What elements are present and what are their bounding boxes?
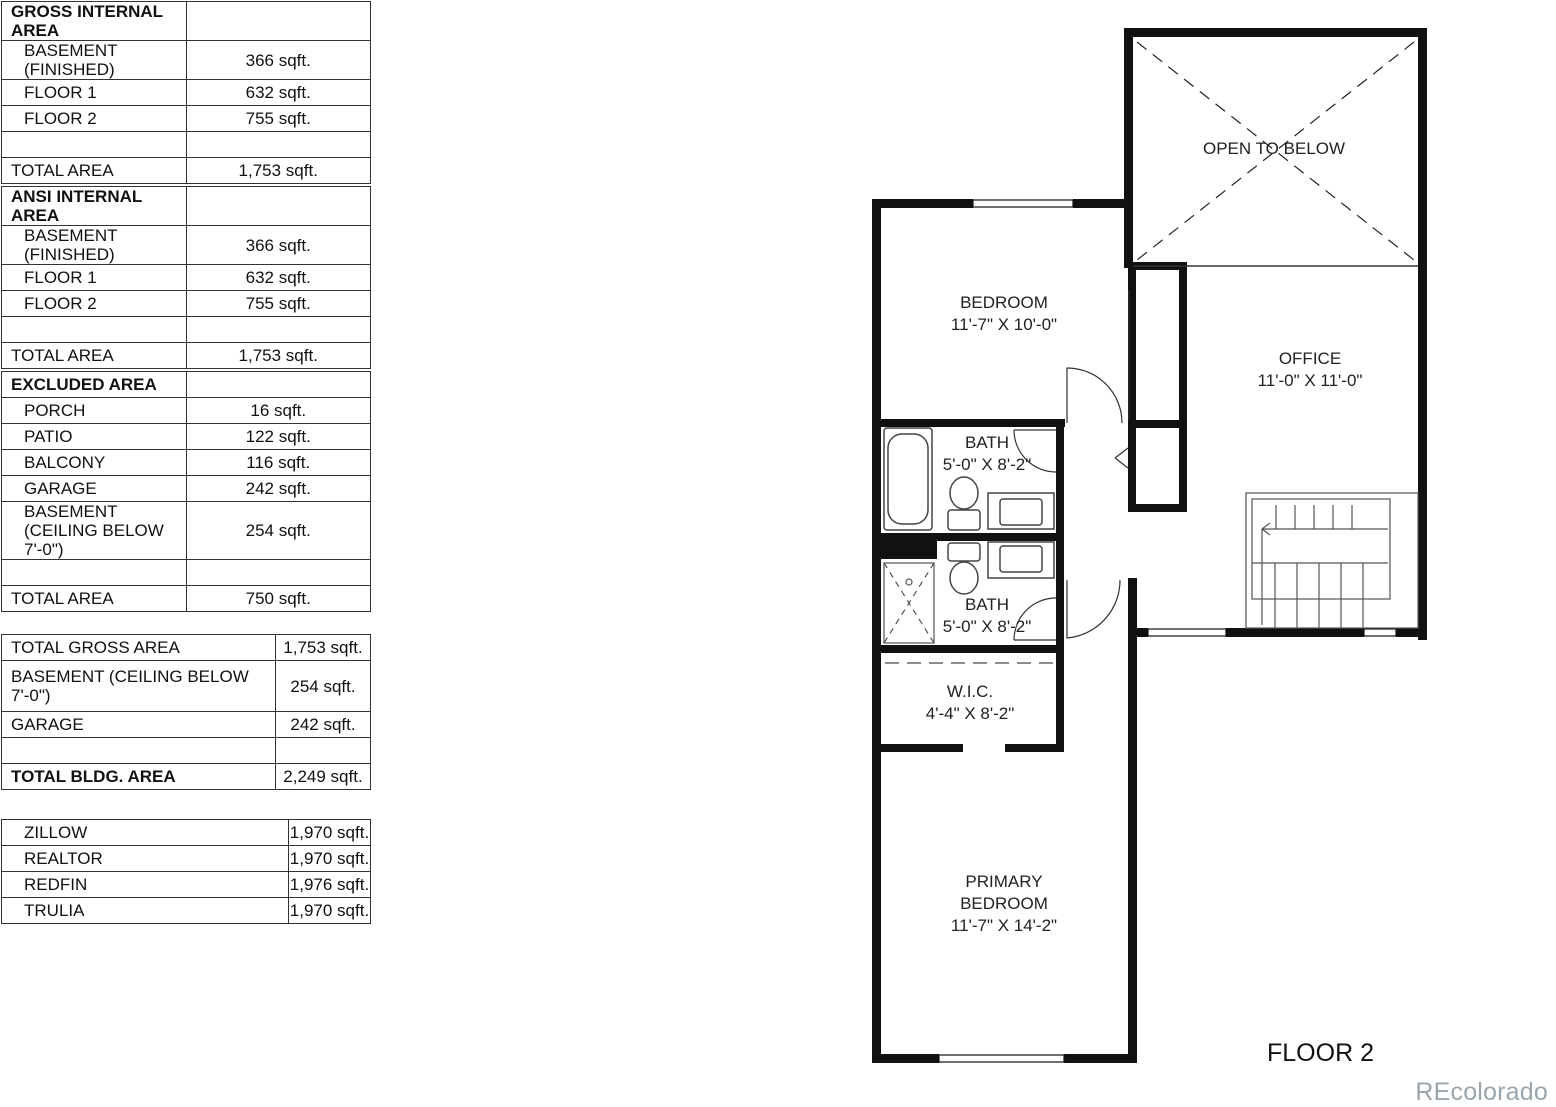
table-header: EXCLUDED AREA: [1, 371, 187, 398]
bathtub-icon: [883, 427, 933, 531]
open-to-below-label: OPEN TO BELOW: [1202, 139, 1346, 158]
watermark-logo: REcolorado: [1415, 1078, 1548, 1106]
shower-icon: [883, 562, 935, 644]
table-row: BASEMENT (FINISHED)366 sqft.: [1, 40, 371, 80]
toilet-icon: [947, 476, 981, 595]
ansi-internal-area-table: ANSI INTERNAL AREA BASEMENT (FINISHED)36…: [1, 186, 371, 369]
stairs-icon: [1245, 492, 1419, 629]
windows: [938, 199, 1397, 1063]
sink-icon: [987, 492, 1055, 579]
wic-label: W.I.C.4'-4" X 8'-2": [925, 682, 1015, 723]
table-row: BASEMENT (FINISHED)366 sqft.: [1, 225, 371, 265]
floor-title: FLOOR 2: [1267, 1039, 1374, 1067]
table-row: BASEMENT (CEILING BELOW 7'-0")254 sqft.: [1, 501, 371, 560]
blank-row: [1, 559, 371, 586]
table-header: GROSS INTERNAL AREA: [1, 1, 187, 41]
door-swings: [1013, 290, 1130, 641]
exterior-walls: [872, 28, 1427, 1063]
gross-internal-area-table: GROSS INTERNAL AREA BASEMENT (FINISHED)3…: [1, 1, 371, 184]
blank-row: [1, 316, 371, 343]
